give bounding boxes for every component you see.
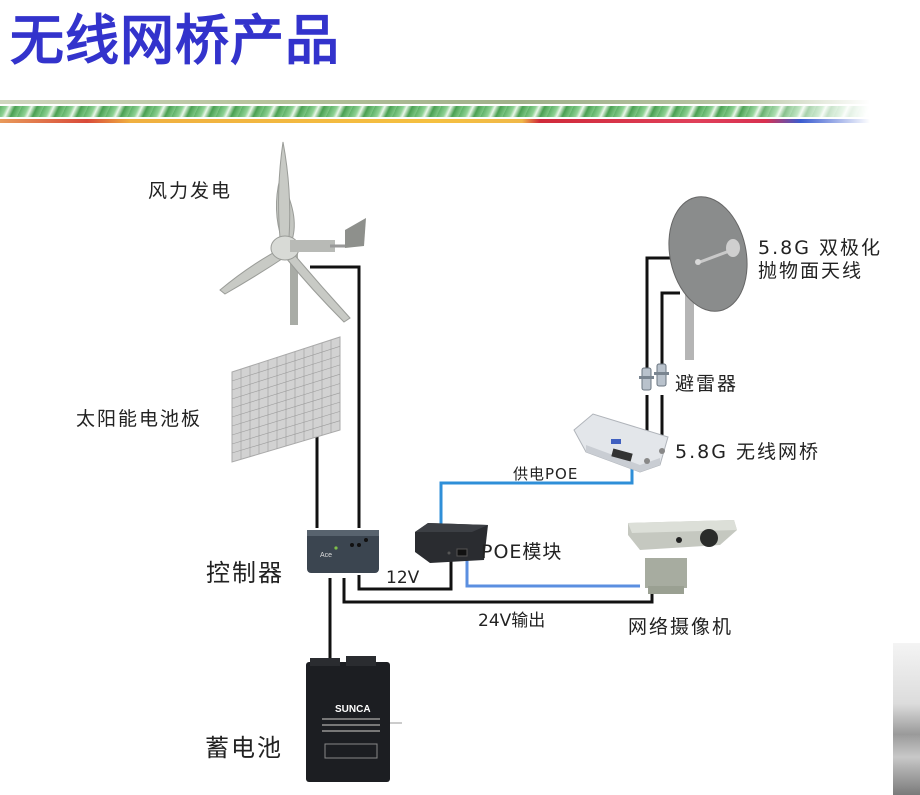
solar-grid-line	[231, 392, 341, 427]
wire-lan-camera	[465, 558, 640, 588]
power-wires	[310, 256, 680, 668]
label-antenna-line2: 抛物面天线	[758, 260, 864, 282]
solar-grid-line	[231, 364, 341, 400]
wire-12v	[357, 558, 453, 591]
solar-panel-icon	[231, 336, 341, 463]
wire-24v	[342, 578, 654, 604]
wire-antenna-a	[645, 256, 680, 370]
network-camera-icon	[628, 520, 737, 594]
solar-grid-line	[231, 346, 341, 382]
solar-grid-line	[231, 355, 341, 391]
label-controller: 控制器	[206, 559, 284, 587]
solar-grid-line	[231, 420, 341, 454]
charge-controller-icon: Ace	[307, 530, 379, 573]
lightning-arrester-icon	[639, 363, 669, 391]
poe-module-icon	[415, 523, 488, 563]
solar-grid-line	[231, 373, 341, 409]
wire-antenna-b	[660, 291, 680, 370]
label-wireless-bridge: 5.8G 无线网桥	[675, 441, 820, 463]
solar-grid-line	[231, 411, 341, 445]
solar-grid-line	[231, 401, 341, 436]
network-wires	[439, 467, 640, 588]
label-poe-supply: 供电POE	[513, 465, 579, 483]
wire-wind-to-controller	[310, 265, 361, 528]
wireless-bridge-icon	[573, 413, 669, 473]
parabolic-antenna-icon	[668, 196, 748, 360]
header-divider-top	[0, 100, 870, 104]
wind-turbine-icon	[219, 141, 366, 325]
header-divider-green	[0, 106, 870, 117]
label-wind-turbine: 风力发电	[148, 180, 233, 202]
wire-poe-supply	[439, 467, 634, 525]
label-network-camera: 网络摄像机	[628, 616, 734, 638]
battery-brand: SUNCA	[335, 704, 371, 715]
controller-brand: Ace	[320, 552, 332, 559]
label-solar-panel: 太阳能电池板	[76, 408, 203, 430]
label-24v-output: 24V输出	[478, 611, 546, 631]
solar-grid-line	[231, 383, 341, 418]
label-antenna-line1: 5.8G 双极化	[758, 237, 882, 259]
header-divider-color	[0, 119, 870, 123]
label-lightning-arrester: 避雷器	[675, 373, 739, 395]
label-12v: 12V	[386, 568, 420, 588]
label-battery: 蓄电池	[205, 734, 283, 762]
label-poe-module: POE模块	[481, 541, 563, 563]
page-title: 无线网桥产品	[10, 9, 340, 72]
battery-icon: SUNCA	[306, 656, 402, 782]
decorative-corner-image	[893, 643, 920, 795]
